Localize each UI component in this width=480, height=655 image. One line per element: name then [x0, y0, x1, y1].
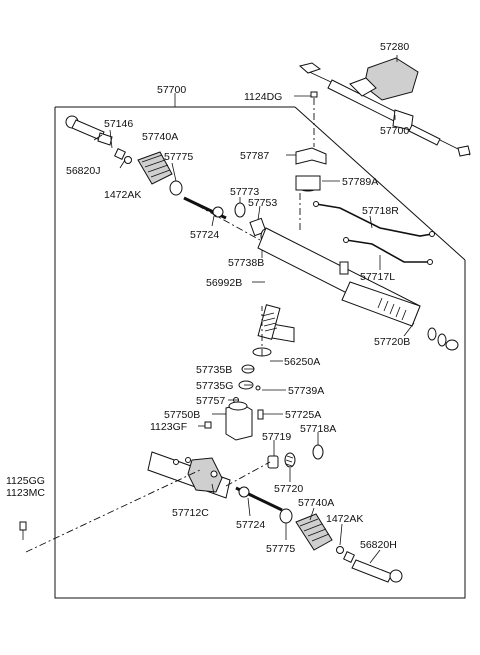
bolt-1124DG [294, 91, 318, 147]
label-56820J: 56820J [66, 165, 100, 177]
inset-assembly-illustration [298, 55, 471, 157]
bolt-1125GG [19, 469, 201, 553]
label-57720: 57720 [274, 483, 303, 495]
label-1123MC: 1123MC [6, 487, 45, 499]
label-57735G: 57735G [196, 380, 233, 392]
pinion-housing [198, 401, 283, 441]
label-56992B: 56992B [206, 277, 242, 289]
label-57775-top: 57775 [164, 151, 193, 163]
label-57753: 57753 [248, 197, 277, 209]
label-57712C: 57712C [172, 507, 209, 519]
label-57740A-bot: 57740A [298, 497, 334, 509]
label-57724-top: 57724 [190, 229, 219, 241]
label-1472AK-bot: 1472AK [326, 513, 363, 525]
label-57735B: 57735B [196, 364, 232, 376]
label-57146: 57146 [104, 118, 133, 130]
label-57750B: 57750B [164, 409, 200, 421]
label-57787: 57787 [240, 150, 269, 162]
label-57775-bot: 57775 [266, 543, 295, 555]
frame [54, 93, 466, 599]
inner-tie-rod-upper [183, 196, 227, 227]
label-57700-main: 57700 [157, 84, 186, 96]
tie-rod-end-upper [65, 115, 132, 169]
label-57717L: 57717L [360, 271, 395, 283]
label-57720B: 57720B [374, 336, 410, 348]
label-1472AK-top: 1472AK [104, 189, 141, 201]
label-57789A: 57789A [342, 176, 378, 188]
label-57718R: 57718R [362, 205, 399, 217]
boot-upper [137, 151, 183, 196]
assembly-lines [183, 192, 301, 487]
feed-tubes [313, 201, 435, 270]
label-57738B: 57738B [228, 257, 264, 269]
label-56250A: 56250A [284, 356, 320, 368]
label-1124DG: 1124DG [244, 91, 282, 103]
label-57773: 57773 [230, 186, 259, 198]
label-57739A: 57739A [288, 385, 324, 397]
tie-rod-end-lower [336, 523, 403, 583]
label-1125GG: 1125GG [6, 475, 45, 487]
label-56820H: 56820H [360, 539, 397, 551]
label-57280: 57280 [380, 41, 409, 53]
lower-right-small-parts [267, 432, 324, 482]
inner-tie-rod-lower [235, 486, 293, 540]
bracket-and-bushing [286, 147, 340, 192]
label-57718A: 57718A [300, 423, 336, 435]
boot-lower [295, 507, 333, 551]
label-57757: 57757 [196, 395, 225, 407]
seals-washers [228, 360, 286, 403]
label-1123GF: 1123GF [150, 421, 187, 433]
label-57725A: 57725A [285, 409, 321, 421]
label-57724-bot: 57724 [236, 519, 265, 531]
label-57700-inset: 57700 [380, 125, 409, 137]
part-labels: 57280 57700 57700 1124DG 57146 57740A 56… [6, 41, 410, 555]
rack-housing [257, 227, 459, 351]
label-57719: 57719 [262, 431, 291, 443]
label-57740A-top: 57740A [142, 131, 178, 143]
